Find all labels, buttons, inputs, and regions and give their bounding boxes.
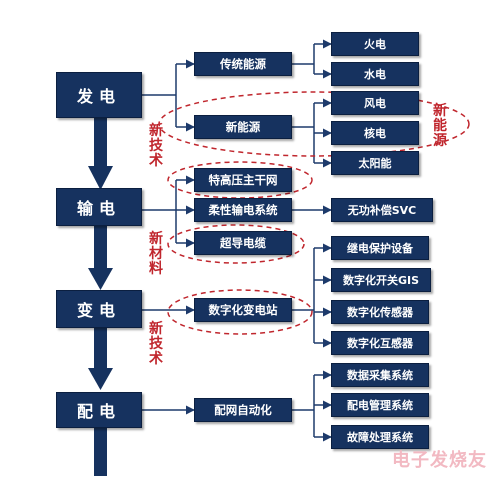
distribution-automation-box: 配网自动化 [194, 398, 292, 422]
digital-gis-box: 数字化开关GIS [331, 268, 431, 292]
annotation-new-material: 新材料 [149, 231, 163, 277]
stage-label-transmission: 输电 [76, 199, 121, 218]
annotation-new-tech-2: 新技术 [149, 321, 163, 367]
annotation-new-tech-1: 新技术 [149, 123, 163, 169]
solar-power-label: 太阳能 [358, 157, 392, 170]
stage-label-substation: 变电 [76, 301, 121, 320]
uhv-backbone-box: 特高压主干网 [194, 168, 292, 192]
trunk-arrowhead-1 [88, 166, 113, 190]
traditional-energy-box: 传统能源 [194, 52, 292, 76]
digital-sensor-label: 数字化传感器 [347, 306, 413, 319]
flexible-transmission-label: 柔性输电系统 [208, 203, 278, 217]
svc-box: 无功补偿SVC [331, 198, 433, 222]
nuclear-power-label: 核电 [364, 127, 386, 140]
highlight-uhv [167, 161, 313, 199]
traditional-energy-label: 传统能源 [220, 57, 266, 71]
uhv-backbone-label: 特高压主干网 [208, 173, 278, 187]
stage-box-substation: 变电 [56, 290, 142, 328]
wind-power-box: 风电 [331, 91, 419, 115]
wind-power-label: 风电 [364, 97, 386, 110]
stage-box-transmission: 输电 [56, 188, 142, 226]
annotation-new-energy: 新能源 [433, 103, 447, 149]
superconducting-cable-box: 超导电缆 [194, 231, 292, 255]
highlight-superconducting [167, 224, 305, 264]
highlight-digital-substation [167, 289, 313, 335]
new-energy-box: 新能源 [194, 115, 292, 139]
fault-handling-box: 故障处理系统 [331, 425, 429, 449]
digital-sensor-box: 数字化传感器 [331, 300, 429, 324]
trunk-arrowhead-2 [88, 268, 113, 290]
thermal-power-label: 火电 [364, 38, 386, 51]
distribution-management-box: 配电管理系统 [331, 393, 429, 417]
stage-label-generation: 发电 [76, 87, 121, 106]
thermal-power-box: 火电 [331, 32, 419, 56]
data-acquisition-box: 数据采集系统 [331, 363, 429, 387]
digital-gis-label: 数字化开关GIS [342, 274, 420, 287]
solar-power-box: 太阳能 [331, 151, 419, 175]
digital-transformer-box: 数字化互感器 [331, 331, 429, 355]
digital-transformer-label: 数字化互感器 [347, 337, 413, 350]
watermark-text: 电子发烧友 [392, 450, 487, 471]
stage-label-distribution: 配电 [76, 402, 121, 421]
distribution-management-label: 配电管理系统 [347, 399, 413, 412]
relay-protection-box: 继电保护设备 [331, 236, 429, 260]
trunk-tail [94, 426, 107, 476]
nuclear-power-box: 核电 [331, 121, 419, 145]
trunk-shaft-3 [94, 326, 107, 372]
flexible-transmission-box: 柔性输电系统 [194, 198, 292, 222]
trunk-arrowhead-3 [88, 368, 113, 390]
distribution-automation-label: 配网自动化 [214, 403, 272, 417]
hydro-power-box: 水电 [331, 62, 419, 86]
trunk-shaft-1 [94, 118, 107, 170]
highlight-new-energy [158, 91, 470, 157]
digital-substation-box: 数字化变电站 [194, 298, 292, 322]
digital-substation-label: 数字化变电站 [208, 303, 278, 317]
new-energy-label: 新能源 [225, 120, 261, 134]
stage-box-generation: 发电 [56, 72, 142, 118]
fault-handling-label: 故障处理系统 [347, 431, 413, 444]
stage-box-distribution: 配电 [56, 392, 142, 428]
superconducting-cable-label: 超导电缆 [220, 236, 266, 250]
hydro-power-label: 水电 [364, 68, 386, 81]
trunk-shaft-2 [94, 225, 107, 271]
data-acquisition-label: 数据采集系统 [347, 369, 413, 382]
svc-label: 无功补偿SVC [347, 204, 417, 217]
relay-protection-label: 继电保护设备 [347, 242, 413, 255]
